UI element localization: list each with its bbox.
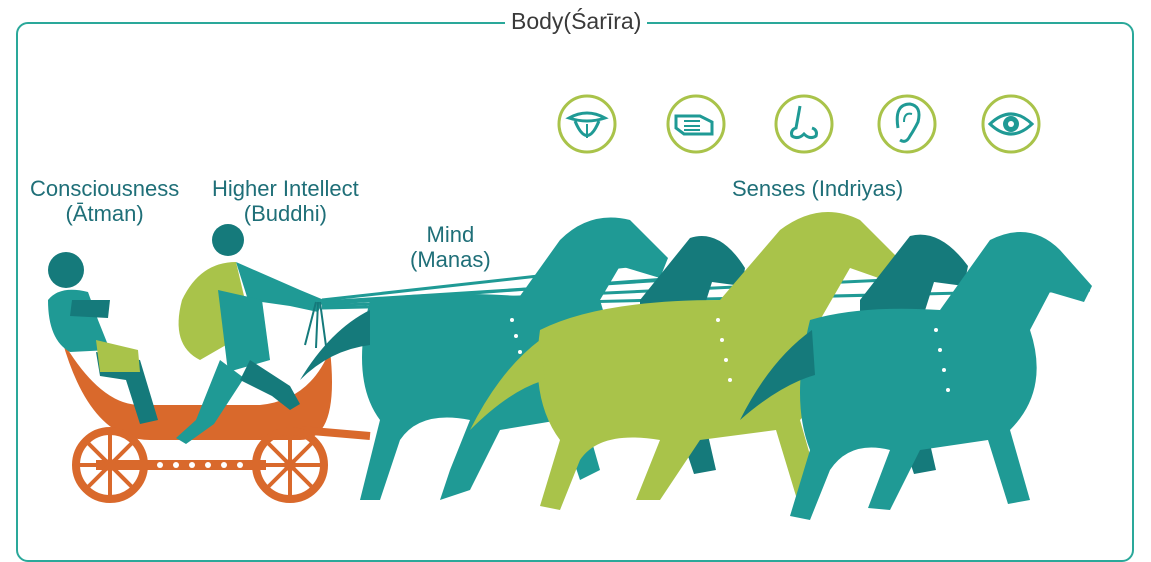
chariot-wheel-left (76, 431, 144, 499)
nose-icon (776, 96, 832, 152)
chariot-illustration (0, 0, 1151, 546)
ear-icon (879, 96, 935, 152)
tongue-icon (559, 96, 615, 152)
eye-icon (983, 96, 1039, 152)
chariot-wheel-right (256, 431, 324, 499)
hand-icon (668, 96, 724, 152)
